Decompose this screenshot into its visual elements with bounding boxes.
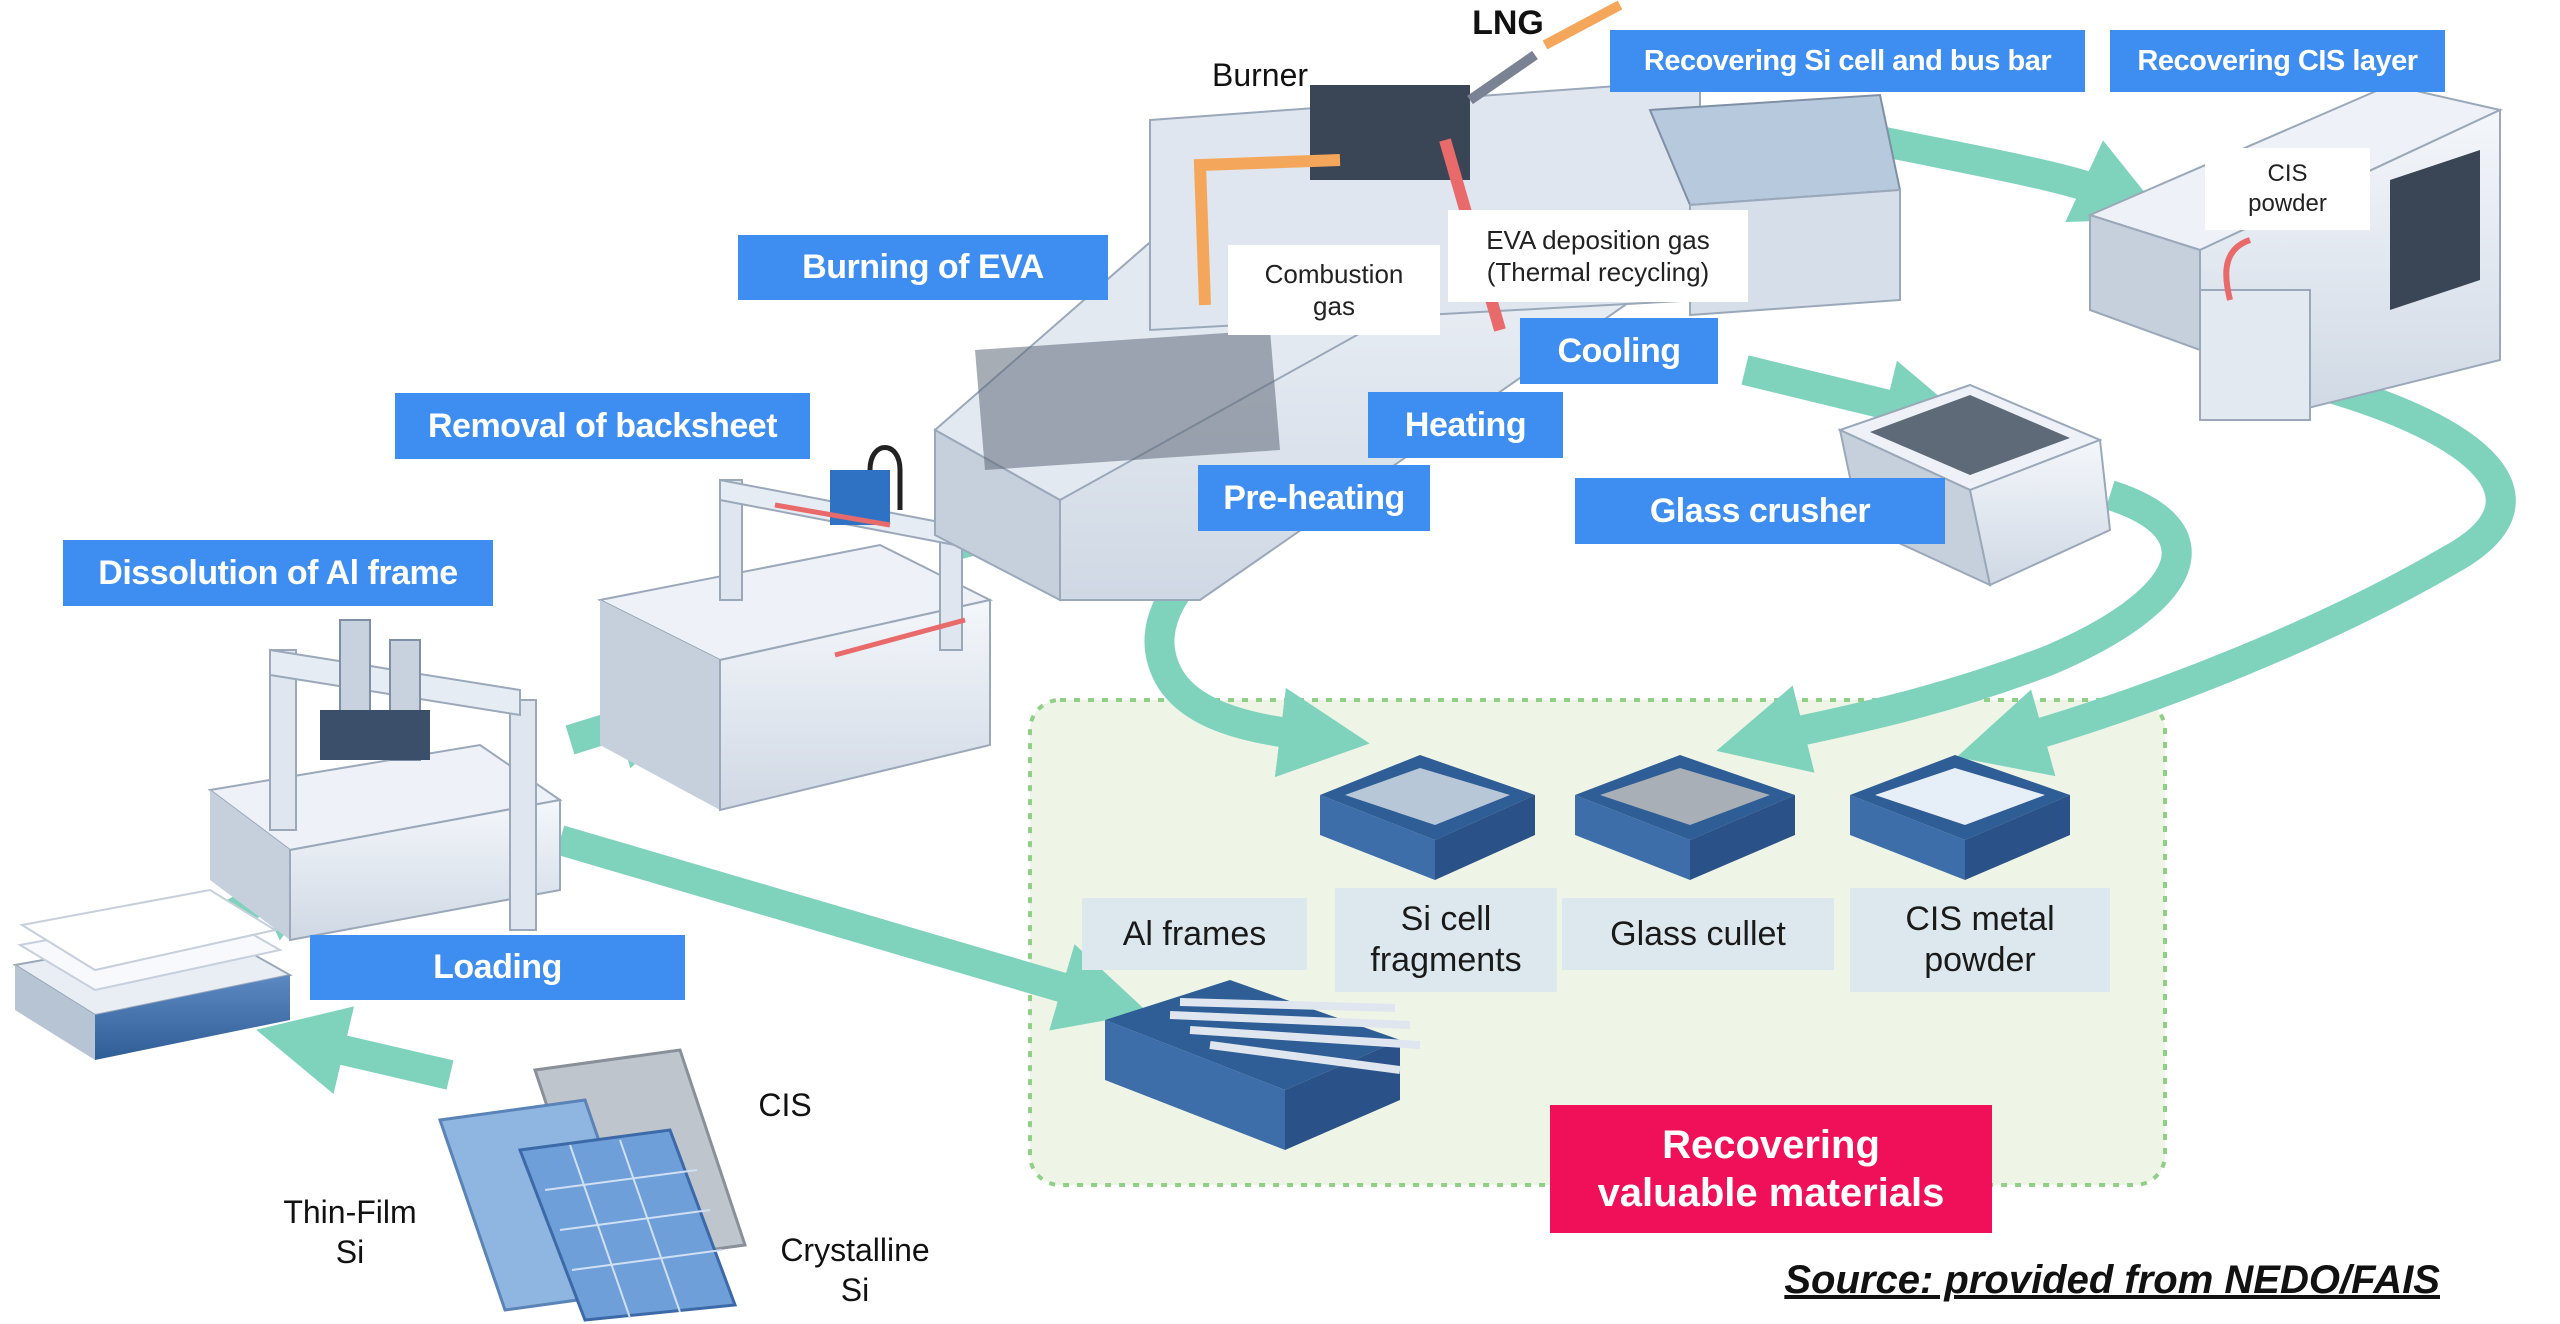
solar-panels bbox=[437, 1048, 747, 1322]
dissolution-al-label: Dissolution of Al frame bbox=[63, 540, 493, 606]
eva-deposition-label: EVA deposition gas (Thermal recycling) bbox=[1448, 210, 1748, 302]
flow-arrow-cis-to-powder bbox=[1956, 370, 2516, 777]
cis-metal-powder-label: CIS metal powder bbox=[1850, 888, 2110, 992]
recovering-cis-label: Recovering CIS layer bbox=[2110, 30, 2445, 92]
cis-recovery-machine bbox=[2087, 83, 2504, 422]
flow-arrow-panels-to-loader bbox=[256, 1006, 454, 1095]
bin-al-frames bbox=[1105, 980, 1421, 1150]
flow-arrow-crusher-to-cullet bbox=[1716, 480, 2192, 773]
thin-film-si-label: Thin-Film Si bbox=[283, 1194, 417, 1270]
recovering-si-label: Recovering Si cell and bus bar bbox=[1610, 30, 2085, 92]
backsheet-machine bbox=[596, 445, 993, 812]
combustion-gas-label: Combustion gas bbox=[1228, 245, 1440, 335]
pre-heating-label: Pre-heating bbox=[1198, 465, 1430, 531]
flow-arrow-cooling-to-crusher bbox=[1741, 355, 1974, 449]
dissolution-machine bbox=[207, 619, 563, 942]
burning-eva-label: Burning of EVA bbox=[738, 235, 1108, 300]
al-frames-label: Al frames bbox=[1082, 898, 1307, 970]
recovering-valuable-label: Recovering valuable materials bbox=[1550, 1105, 1992, 1233]
cooling-label: Cooling bbox=[1520, 318, 1718, 384]
crystalline-si-label: Crystalline Si bbox=[780, 1232, 930, 1308]
flow-arrow-dissolution-to-al-frames bbox=[555, 825, 1149, 1031]
bin-si-fragments bbox=[1320, 755, 1535, 880]
bin-glass-cullet bbox=[1575, 755, 1795, 880]
lng-arrow bbox=[1542, 0, 1623, 50]
heating-label: Heating bbox=[1368, 392, 1563, 458]
recovery-bins bbox=[1105, 755, 2070, 1150]
glass-crusher-machine bbox=[1837, 383, 2112, 587]
bin-cis-metal-powder bbox=[1850, 755, 2070, 880]
lng-label: LNG bbox=[1472, 4, 1544, 42]
glass-cullet-label: Glass cullet bbox=[1562, 898, 1834, 970]
cis-panel-label: CIS bbox=[758, 1087, 812, 1123]
si-fragments-label: Si cell fragments bbox=[1335, 888, 1557, 992]
glass-crusher-label: Glass crusher bbox=[1575, 478, 1945, 544]
loading-label: Loading bbox=[310, 935, 685, 1000]
loader-machine bbox=[12, 888, 293, 1060]
cis-powder-label: CIS powder bbox=[2205, 148, 2370, 230]
panel-crystalline-si bbox=[517, 1128, 738, 1322]
source-credit: Source: provided from NEDO/FAIS bbox=[1784, 1258, 2440, 1302]
removal-backsheet-label: Removal of backsheet bbox=[395, 393, 810, 459]
burner-label: Burner bbox=[1211, 57, 1309, 93]
